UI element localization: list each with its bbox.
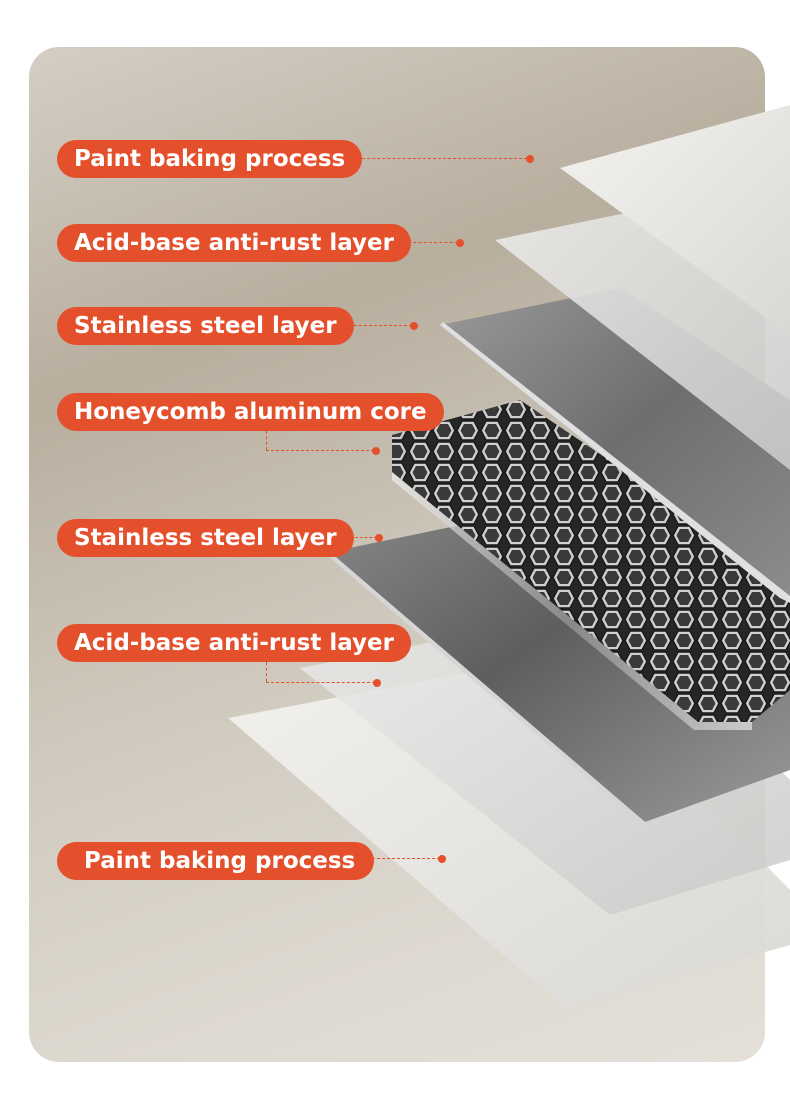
leader-line	[372, 858, 440, 859]
leader-line	[266, 682, 375, 683]
label-paint-baking-top: Paint baking process	[57, 140, 363, 178]
leader-line	[266, 431, 267, 450]
label-acid-base-bottom: Acid-base anti-rust layer	[57, 624, 411, 662]
leader-line	[354, 325, 412, 326]
label-stainless-top: Stainless steel layer	[57, 307, 354, 345]
leader-dot	[438, 855, 446, 863]
label-acid-base-top: Acid-base anti-rust layer	[57, 224, 411, 262]
leader-line	[266, 450, 374, 451]
leader-line	[408, 242, 458, 243]
label-paint-baking-bottom: Paint baking process	[57, 842, 375, 880]
leader-line	[347, 158, 527, 159]
label-stainless-bottom: Stainless steel layer	[57, 519, 354, 557]
leader-line	[341, 537, 377, 538]
leader-dot	[526, 155, 534, 163]
leader-dot	[373, 679, 381, 687]
leader-line	[266, 662, 267, 682]
leader-dot	[375, 534, 383, 542]
leader-dot	[456, 239, 464, 247]
leader-dot	[372, 447, 380, 455]
label-honeycomb-core: Honeycomb aluminum core	[57, 393, 444, 431]
leader-dot	[410, 322, 418, 330]
